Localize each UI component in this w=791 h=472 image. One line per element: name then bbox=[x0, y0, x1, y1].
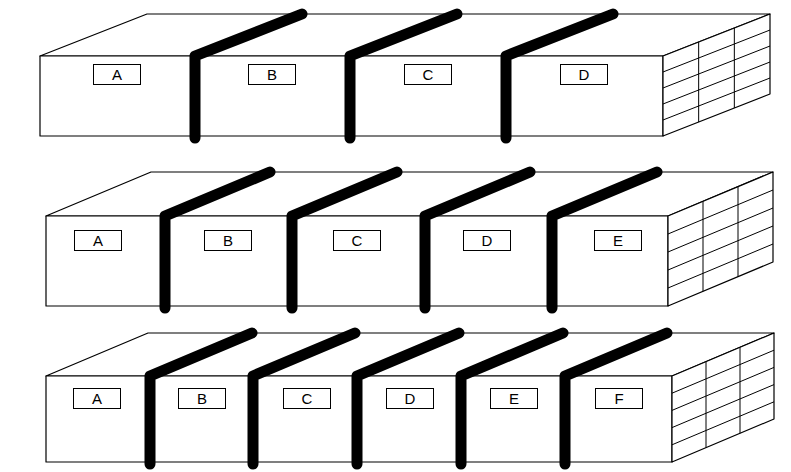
label-box: B bbox=[248, 64, 296, 85]
end-grid-line bbox=[734, 28, 735, 108]
end-grid-line bbox=[663, 30, 770, 72]
section-letter: D bbox=[482, 233, 493, 248]
label-box: D bbox=[463, 230, 511, 251]
label-box: E bbox=[594, 230, 642, 251]
end-grid-line bbox=[740, 347, 741, 433]
strap bbox=[165, 172, 270, 308]
end-grid-line bbox=[668, 208, 773, 252]
bale bbox=[40, 14, 770, 138]
end-grid-line bbox=[672, 350, 774, 393]
end-grid-line bbox=[663, 46, 770, 88]
strap bbox=[425, 172, 530, 308]
end-face bbox=[663, 14, 770, 136]
end-grid-line bbox=[672, 402, 774, 445]
strap bbox=[506, 14, 613, 138]
label-box: F bbox=[595, 388, 643, 409]
end-grid-line bbox=[672, 385, 774, 428]
label-box: E bbox=[490, 388, 538, 409]
end-grid-line bbox=[663, 62, 770, 104]
strap bbox=[565, 333, 667, 464]
section-letter: C bbox=[302, 391, 313, 406]
label-box: A bbox=[73, 388, 121, 409]
section-letter: A bbox=[93, 233, 103, 248]
end-grid-line bbox=[668, 190, 773, 234]
section-letter: F bbox=[614, 391, 623, 406]
bale bbox=[46, 172, 773, 308]
label-box: C bbox=[333, 230, 381, 251]
label-box: A bbox=[74, 230, 122, 251]
strap bbox=[552, 172, 657, 308]
end-grid-line bbox=[668, 244, 773, 288]
section-letter: D bbox=[405, 391, 416, 406]
end-grid-line bbox=[663, 78, 770, 120]
label-box: C bbox=[283, 388, 331, 409]
label-box: B bbox=[178, 388, 226, 409]
section-letter: E bbox=[509, 391, 519, 406]
strap bbox=[292, 172, 397, 308]
section-letter: E bbox=[613, 233, 623, 248]
strap bbox=[150, 333, 252, 464]
section-letter: C bbox=[352, 233, 363, 248]
section-letter: A bbox=[92, 391, 102, 406]
section-letter: A bbox=[112, 67, 122, 82]
end-face bbox=[672, 333, 774, 462]
label-box: A bbox=[93, 64, 141, 85]
label-box: C bbox=[404, 64, 452, 85]
section-letter: B bbox=[223, 233, 233, 248]
section-letter: B bbox=[197, 391, 207, 406]
end-grid-line bbox=[706, 362, 707, 448]
end-grid-line bbox=[698, 42, 699, 122]
strap bbox=[461, 333, 563, 464]
top-face bbox=[46, 172, 773, 216]
strap bbox=[195, 14, 302, 138]
strap bbox=[350, 14, 457, 138]
strap bbox=[357, 333, 459, 464]
end-grid-line bbox=[672, 367, 774, 410]
end-grid-line bbox=[738, 187, 739, 277]
section-letter: C bbox=[423, 67, 434, 82]
end-grid-line bbox=[703, 201, 704, 291]
section-letter: B bbox=[267, 67, 277, 82]
label-box: D bbox=[560, 64, 608, 85]
label-box: B bbox=[204, 230, 252, 251]
strap bbox=[253, 333, 355, 464]
bale bbox=[46, 333, 774, 464]
end-face bbox=[668, 172, 773, 306]
front-face bbox=[46, 216, 668, 306]
label-box: D bbox=[386, 388, 434, 409]
section-letter: D bbox=[579, 67, 590, 82]
end-grid-line bbox=[668, 226, 773, 270]
